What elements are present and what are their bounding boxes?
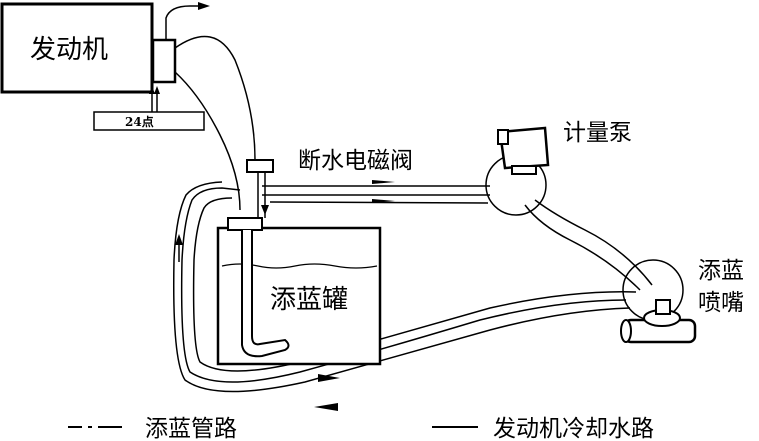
sensor-label: 24点 bbox=[125, 114, 154, 129]
coolant-engine-return bbox=[174, 71, 241, 211]
pump-to-nozzle-2 bbox=[534, 199, 653, 286]
pump-to-nozzle-1 bbox=[524, 204, 641, 291]
bottom-arrow-right bbox=[318, 374, 340, 382]
metering-pump bbox=[485, 126, 550, 216]
bottom-arrow-left bbox=[314, 403, 338, 411]
adblue-nozzle bbox=[620, 259, 697, 344]
sensor-box: 24点 bbox=[93, 111, 205, 131]
sensor-arrow-heads bbox=[149, 86, 160, 94]
cutoff-valve-label: 断水电磁阀 bbox=[298, 148, 413, 174]
coolant-return-inner bbox=[173, 181, 631, 393]
coolant-return-outer bbox=[180, 187, 627, 383]
adblue-tank bbox=[216, 217, 382, 366]
engine-connector bbox=[151, 38, 177, 84]
nozzle-label-1: 添蓝 bbox=[698, 258, 744, 284]
left-arrow-up-1 bbox=[175, 234, 183, 245]
nozzle-label-2: 喷嘴 bbox=[698, 290, 744, 316]
metering-pump-label: 计量泵 bbox=[563, 120, 632, 146]
coolant-engine-to-valve bbox=[174, 35, 256, 161]
adblue-return bbox=[192, 197, 637, 372]
arrow-to-pump-1 bbox=[372, 180, 395, 184]
legend-adblue: 添蓝管路 bbox=[68, 416, 237, 441]
engine-out-arrow bbox=[198, 2, 210, 10]
legend: 添蓝管路 发动机冷却水路 bbox=[68, 416, 654, 441]
legend-coolant-label: 发动机冷却水路 bbox=[493, 416, 654, 441]
legend-adblue-label: 添蓝管路 bbox=[145, 416, 237, 441]
valve-arrow-down bbox=[261, 205, 269, 215]
arrow-to-pump-2 bbox=[372, 199, 395, 203]
tank-label: 添蓝罐 bbox=[270, 285, 348, 315]
engine: 发动机 bbox=[0, 2, 154, 94]
engine-label: 发动机 bbox=[30, 35, 108, 65]
engine-out-line bbox=[165, 5, 205, 40]
adblue-line-to-pump-3 bbox=[269, 201, 489, 204]
legend-coolant: 发动机冷却水路 bbox=[432, 416, 654, 441]
cutoff-valve-body bbox=[246, 159, 274, 173]
